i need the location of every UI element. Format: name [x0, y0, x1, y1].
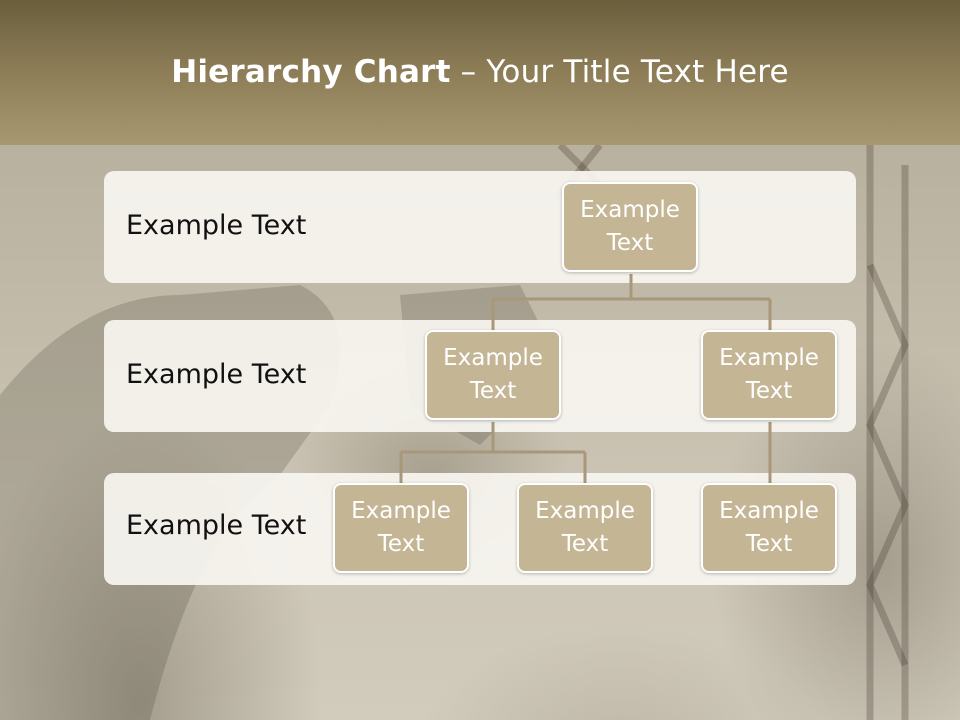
slide-title-rest: – Your Title Text Here — [450, 54, 789, 90]
level-label-2: Example Text — [126, 359, 307, 390]
org-node-right-child-label: Example Text — [719, 498, 819, 557]
org-node-right-label: Example Text — [719, 345, 819, 404]
level-label-1: Example Text — [126, 210, 307, 241]
org-node-right[interactable]: Example Text — [701, 330, 837, 420]
org-node-left-child-1-label: Example Text — [351, 498, 451, 557]
slide-title-bold: Hierarchy Chart — [171, 54, 451, 90]
level-band-1 — [104, 171, 856, 283]
level-label-3: Example Text — [126, 510, 307, 541]
org-node-left-child-1[interactable]: Example Text — [333, 483, 469, 573]
connector-root — [491, 274, 772, 330]
org-node-root[interactable]: Example Text — [562, 182, 698, 272]
org-node-left-child-2[interactable]: Example Text — [517, 483, 653, 573]
org-node-right-child[interactable]: Example Text — [701, 483, 837, 573]
org-node-left-child-2-label: Example Text — [535, 498, 635, 557]
slide-title: Hierarchy Chart – Your Title Text Here — [0, 54, 960, 90]
org-node-left-label: Example Text — [443, 345, 543, 404]
connector-left — [399, 422, 587, 483]
title-bar — [0, 0, 960, 145]
org-node-root-label: Example Text — [580, 197, 680, 256]
org-node-left[interactable]: Example Text — [425, 330, 561, 420]
